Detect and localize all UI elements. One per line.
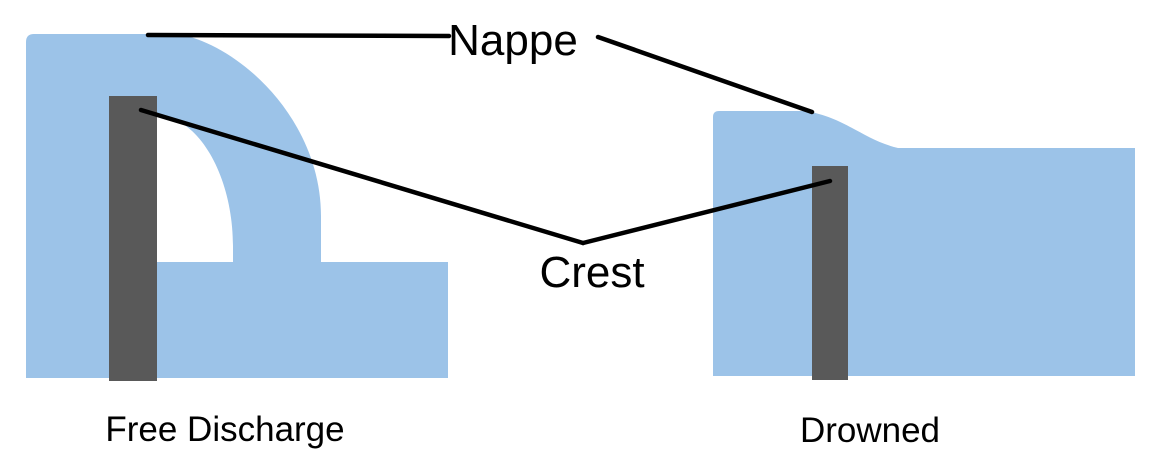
free-discharge-figure bbox=[26, 34, 448, 381]
crest-leader-line-left bbox=[138, 107, 586, 246]
nappe-leader-line-left bbox=[145, 32, 452, 39]
drowned-weir-wall bbox=[812, 166, 848, 380]
drowned-water-shape bbox=[713, 111, 1135, 376]
drowned-figure bbox=[713, 111, 1135, 380]
free-discharge-water-shape bbox=[26, 34, 448, 378]
crest-leader-line-right bbox=[580, 178, 833, 246]
nappe-leader-line-right bbox=[595, 34, 815, 115]
leader-lines bbox=[138, 32, 833, 246]
free-discharge-caption: Free Discharge bbox=[105, 410, 344, 449]
drowned-caption: Drowned bbox=[800, 411, 940, 450]
free-discharge-weir-wall bbox=[109, 96, 157, 381]
crest-label: Crest bbox=[539, 248, 644, 297]
nappe-label: Nappe bbox=[448, 16, 578, 65]
